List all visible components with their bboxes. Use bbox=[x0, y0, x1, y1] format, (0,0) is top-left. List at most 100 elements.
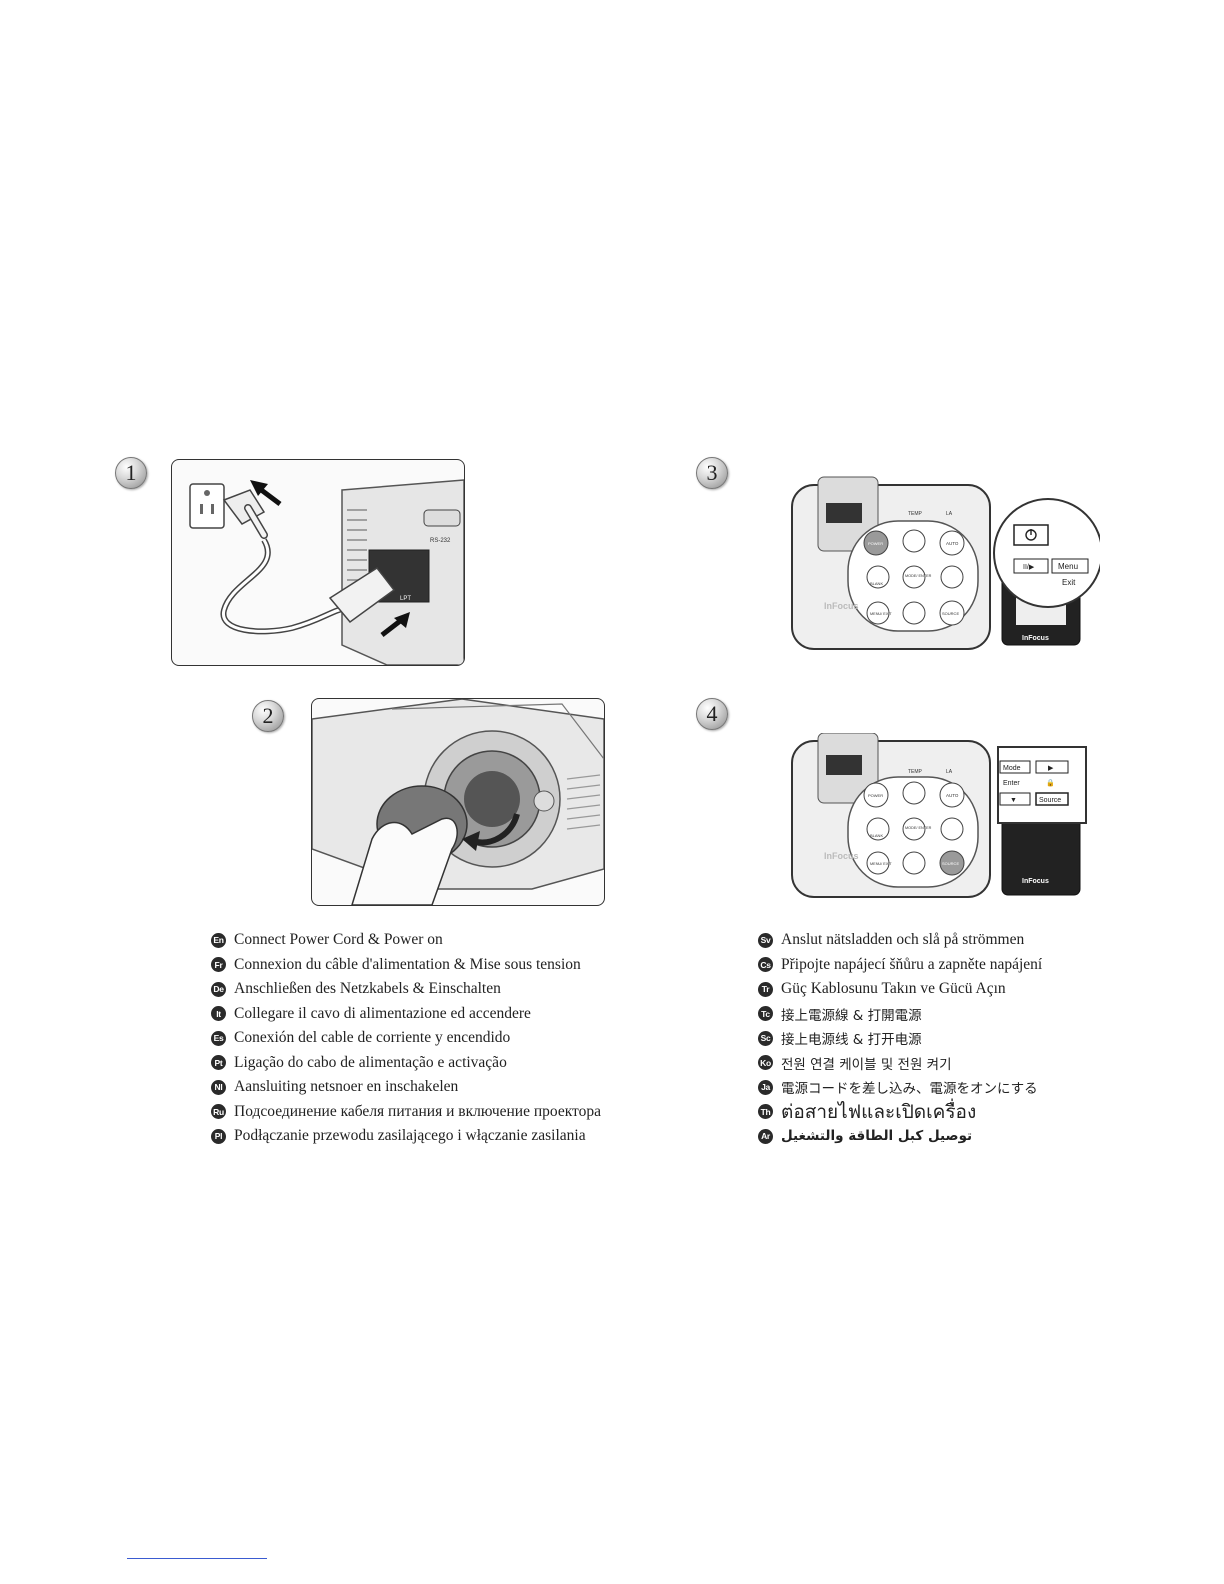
list-item: Nl Aansluiting netsnoer en inschakelen bbox=[211, 1075, 601, 1100]
svg-text:BLANK: BLANK bbox=[870, 581, 883, 586]
list-item-text: Aansluiting netsnoer en inschakelen bbox=[234, 1078, 459, 1096]
language-icon: Sc bbox=[758, 1030, 773, 1046]
svg-text:AUTO: AUTO bbox=[946, 793, 959, 798]
language-icon: Es bbox=[211, 1030, 226, 1046]
hand-icon bbox=[351, 817, 458, 905]
svg-text:II/▶: II/▶ bbox=[1023, 564, 1035, 571]
list-item-text: Conexión del cable de corriente y encend… bbox=[234, 1029, 511, 1047]
zoom-enter-label: Enter bbox=[1003, 780, 1020, 787]
power-button-4[interactable] bbox=[863, 782, 889, 808]
zoom-mode-button[interactable] bbox=[999, 760, 1031, 774]
brand-logo: InFocus bbox=[824, 601, 859, 611]
language-icon: Tc bbox=[758, 1006, 773, 1022]
list-item-text: 接上电源线 & 打开电源 bbox=[781, 1032, 922, 1049]
temp-label: TEMP bbox=[908, 511, 923, 517]
footer-rule bbox=[127, 1558, 267, 1559]
auto-button-4[interactable] bbox=[939, 782, 965, 808]
list-item: Tr Güç Kablosunu Takın ve Gücü Açın bbox=[758, 977, 1042, 1002]
zoom-down-button[interactable] bbox=[999, 792, 1031, 806]
list-item: Sc 接上电源线 & 打开电源 bbox=[758, 1026, 1042, 1051]
svg-text:POWER: POWER bbox=[868, 541, 883, 546]
ir-sensor-icon bbox=[533, 790, 555, 812]
zoom-pause-play-button[interactable] bbox=[1013, 558, 1049, 574]
source-button-4[interactable] bbox=[939, 850, 965, 876]
step-4-badge: 4 bbox=[696, 698, 728, 730]
up-button[interactable] bbox=[902, 529, 926, 553]
power-connector-icon bbox=[328, 566, 396, 624]
rotate-arrow-icon bbox=[462, 831, 480, 851]
figure-lens-cap bbox=[311, 698, 605, 906]
source-button[interactable] bbox=[939, 600, 965, 626]
svg-text:Source: Source bbox=[1039, 797, 1061, 804]
lens-cap-illustration bbox=[312, 699, 604, 905]
control-panel-illustration-3: TEMP LA POWER AUTO BLANK MODE/ ENTER MEN… bbox=[791, 476, 1103, 650]
zoom-panel-4 bbox=[997, 746, 1087, 824]
step-2-badge: 2 bbox=[252, 700, 284, 732]
figure-source-button: TEMP LA POWER AUTO BLANK MODE/ ENTER MEN… bbox=[790, 732, 1100, 913]
list-item-text: Подсоединение кабеля питания и включение… bbox=[234, 1102, 601, 1120]
list-item-text: توصيل كبل الطاقة والتشغيل bbox=[781, 1128, 973, 1145]
menu-exit-button[interactable] bbox=[866, 601, 890, 625]
list-item-text: Anschließen des Netzkabels & Einschalten bbox=[234, 980, 501, 998]
language-icon: Nl bbox=[211, 1079, 226, 1095]
list-item: Tc 接上電源線 & 打開電源 bbox=[758, 1002, 1042, 1027]
list-item: De Anschließen des Netzkabels & Einschalt… bbox=[211, 977, 601, 1002]
lamp-label: LA bbox=[946, 511, 953, 517]
svg-text:InFocus: InFocus bbox=[824, 851, 859, 861]
speaker-grill-icon-4 bbox=[826, 755, 862, 775]
zoom-circle bbox=[993, 498, 1103, 608]
power-button[interactable] bbox=[863, 530, 889, 556]
list-item-text: Connect Power Cord & Power on bbox=[234, 931, 443, 949]
zoom-menu-button[interactable] bbox=[1051, 558, 1089, 574]
svg-text:TEMP: TEMP bbox=[908, 769, 923, 775]
list-item-text: Güç Kablosunu Takın ve Gücü Açın bbox=[781, 980, 1006, 998]
left-button[interactable] bbox=[866, 565, 890, 589]
list-item-text: Connexion du câble d'alimentation & Mise… bbox=[234, 955, 581, 973]
zoom-source-button[interactable] bbox=[1035, 792, 1069, 806]
list-item-text: Ligação do cabo de alimentação e activaç… bbox=[234, 1053, 507, 1071]
svg-text:Menu: Menu bbox=[1058, 562, 1078, 571]
rs232-port-icon bbox=[423, 509, 461, 527]
power-cord-illustration: RS-232 LPT bbox=[189, 479, 464, 665]
language-icon: Cs bbox=[758, 957, 773, 973]
svg-text:InFocus: InFocus bbox=[1022, 635, 1049, 642]
mode-enter-button[interactable] bbox=[902, 565, 926, 589]
list-item-text: Anslut nätsladden och slå på strömmen bbox=[781, 931, 1025, 949]
list-item: Ar توصيل كبل الطاقة والتشغيل bbox=[758, 1124, 1042, 1149]
wall-outlet-icon bbox=[189, 483, 225, 529]
down-button[interactable] bbox=[902, 601, 926, 625]
figure-power-cord: RS-232 LPT bbox=[171, 459, 465, 666]
language-icon: Tr bbox=[758, 981, 773, 997]
step-1-badge: 1 bbox=[115, 457, 147, 489]
zoom-lock-icon: 🔒 bbox=[1046, 779, 1055, 787]
auto-button[interactable] bbox=[939, 530, 965, 556]
language-icon: Ja bbox=[758, 1079, 773, 1095]
right-button[interactable] bbox=[940, 565, 964, 589]
svg-text:InFocus: InFocus bbox=[1022, 878, 1049, 885]
zoom-exit-label: Exit bbox=[1062, 578, 1076, 587]
list-item-text: 接上電源線 & 打開電源 bbox=[781, 1007, 922, 1024]
language-icon: Th bbox=[758, 1104, 773, 1120]
svg-text:MENU/ EXIT: MENU/ EXIT bbox=[870, 862, 892, 866]
step-3-badge: 3 bbox=[696, 457, 728, 489]
language-icon: Ar bbox=[758, 1128, 773, 1144]
list-item-text: ต่อสายไฟและเปิดเครื่อง bbox=[781, 1101, 977, 1123]
zoom-play-button[interactable] bbox=[1035, 760, 1069, 774]
language-icon: Fr bbox=[211, 957, 226, 973]
language-icon: It bbox=[211, 1006, 226, 1022]
svg-text:MODE/ ENTER: MODE/ ENTER bbox=[905, 574, 932, 578]
svg-text:MODE/ ENTER: MODE/ ENTER bbox=[905, 826, 932, 830]
list-item-text: 전원 연결 케이블 및 전원 켜기 bbox=[781, 1056, 952, 1073]
lpt-label: LPT bbox=[400, 596, 411, 602]
svg-text:SOURCE: SOURCE bbox=[942, 611, 959, 616]
svg-text:MENU/ EXIT: MENU/ EXIT bbox=[870, 612, 892, 616]
language-icon: De bbox=[211, 981, 226, 997]
svg-text:AUTO: AUTO bbox=[946, 541, 959, 546]
